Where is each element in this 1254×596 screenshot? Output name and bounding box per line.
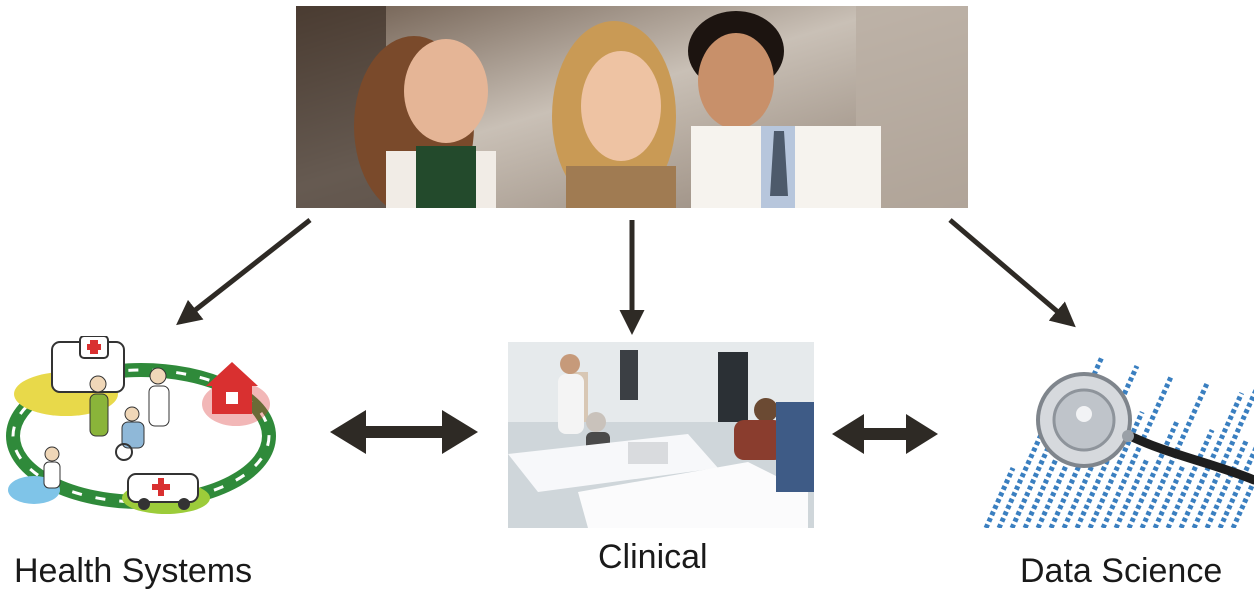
stethoscope-chart-photo-icon — [976, 334, 1254, 528]
health-systems-image — [6, 336, 276, 516]
bar-stripe — [1191, 388, 1254, 528]
arrow-to-health-systems — [176, 218, 312, 326]
bar-stripe — [1230, 475, 1254, 528]
bar-stripe — [1061, 364, 1140, 528]
data-science-image — [976, 334, 1254, 528]
bar-stripe — [1165, 428, 1215, 528]
bar-stripe — [983, 466, 1016, 528]
clinical-image — [508, 342, 814, 528]
physicians-photo-icon — [296, 6, 968, 208]
bar-stripe — [1126, 419, 1180, 528]
bar-stripe — [1204, 437, 1250, 528]
hospital-room-photo-icon — [508, 342, 814, 528]
double-arrow-health-clinical — [330, 410, 478, 454]
clinical-label: Clinical — [598, 538, 708, 576]
bar-stripe — [996, 429, 1045, 528]
health-systems-label: Health Systems — [14, 552, 253, 590]
health-systems-illustration-icon — [6, 336, 276, 514]
arrow-to-data-science — [948, 218, 1076, 328]
bar-stripe — [1113, 456, 1150, 528]
bar-stripe — [1178, 391, 1245, 528]
data-science-label: Data Science — [1020, 552, 1223, 590]
double-arrow-clinical-data — [832, 414, 938, 454]
physicians-photo — [296, 6, 968, 208]
bar-stripe — [1217, 446, 1254, 528]
bar-stripe — [1087, 410, 1145, 528]
